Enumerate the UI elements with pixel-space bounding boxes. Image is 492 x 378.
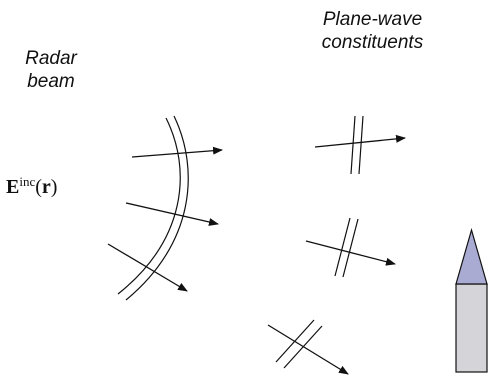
- field-superscript: inc: [19, 174, 36, 189]
- plane-wave-constituent-1: [314, 115, 406, 175]
- radar-beam-label: Radar beam: [6, 47, 96, 93]
- incident-field-label: Einc(r): [6, 174, 57, 199]
- tower-cap: [455, 227, 488, 285]
- field-symbol: E: [6, 176, 20, 198]
- target-tower: [455, 227, 488, 373]
- plane-wave-1-front-a: [350, 115, 356, 175]
- plane-wave-label-line-1: Plane-wave: [322, 9, 423, 30]
- plane-wave-2-front-a: [334, 217, 351, 277]
- beam-ray-arrow-top: [131, 146, 223, 158]
- plane-wave-constituent-2: [305, 217, 396, 278]
- beam-wavefront-inner: [117, 117, 181, 295]
- radar-beam-wavefronts: [117, 115, 189, 301]
- beam-wavefront-outer: [125, 115, 189, 301]
- plane-wave-2-arrow: [305, 240, 396, 266]
- beam-ray-arrow-bottom: [107, 243, 188, 292]
- beam-rays: [107, 146, 223, 292]
- plane-wave-1-front-b: [358, 115, 364, 175]
- beam-ray-arrow-middle: [125, 202, 219, 226]
- field-close-paren: ): [50, 176, 58, 198]
- plane-wave-label-line-2: constituents: [321, 32, 424, 53]
- plane-wave-2-front-b: [342, 218, 359, 278]
- plane-wave-1-arrow: [314, 134, 406, 148]
- plane-wave-constituents-label: Plane-wave constituents: [295, 8, 450, 54]
- radar-beam-label-line-2: beam: [27, 71, 75, 92]
- field-argument: r: [41, 176, 51, 198]
- plane-wave-constituent-3: [267, 319, 349, 375]
- plane-wave-3-arrow: [267, 324, 349, 375]
- tower-body: [455, 283, 488, 373]
- radar-beam-label-line-1: Radar: [25, 48, 77, 69]
- field-open-paren: (: [35, 176, 42, 198]
